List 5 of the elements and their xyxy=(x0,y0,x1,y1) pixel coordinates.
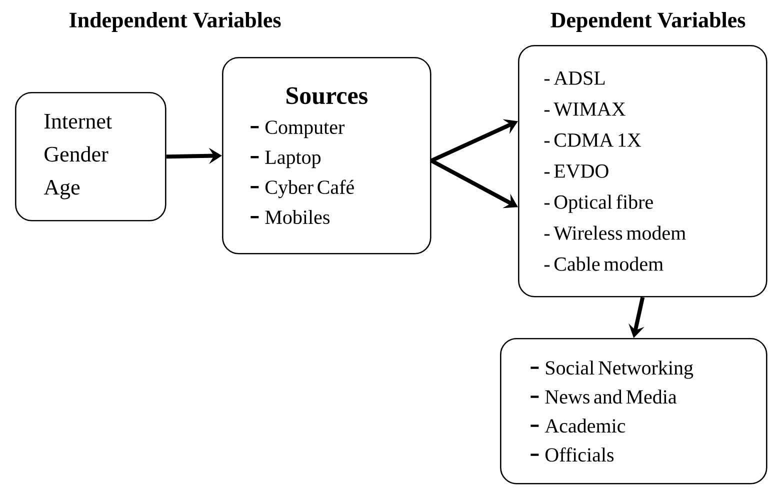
list-box: Social Networking News and Media Academic Officials xyxy=(500,338,768,484)
heading: Independent Variables xyxy=(70,12,281,32)
list-box: Sources Computer Laptop Cyber Café Mobiles xyxy=(222,57,432,254)
list-box: Internet Gender Age xyxy=(15,92,166,222)
list-box: - ADSL - WIMAX - CDMA 1X - EVDO - Optical fibre - Wireless modem - Cable modem xyxy=(518,45,768,298)
